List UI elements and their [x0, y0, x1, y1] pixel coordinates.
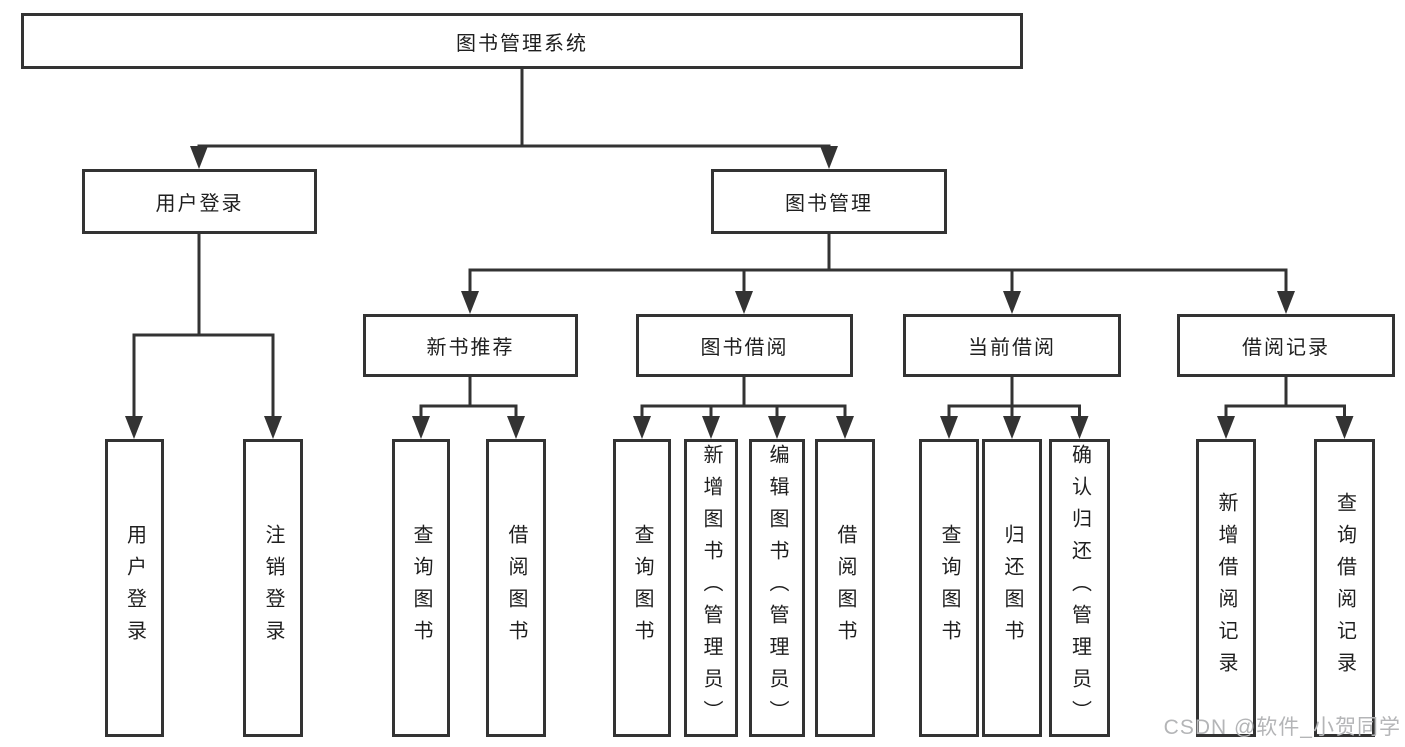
- leaf-borrow-books: 借阅图书: [815, 439, 875, 737]
- leaf-confirm-return-admin: 确认归还（管理员）: [1049, 439, 1110, 737]
- node-new-book-recommend: 新书推荐: [363, 314, 578, 377]
- leaf-add-book-admin: 新增图书（管理员）: [684, 439, 738, 737]
- node-root: 图书管理系统: [21, 13, 1023, 69]
- leaf-user-login: 用户登录: [105, 439, 164, 737]
- leaf-query-books-current: 查询图书: [919, 439, 979, 737]
- leaf-query-books-borrow: 查询图书: [613, 439, 671, 737]
- node-current-borrow: 当前借阅: [903, 314, 1121, 377]
- leaf-borrow-books-recommend: 借阅图书: [486, 439, 546, 737]
- node-book-borrow: 图书借阅: [636, 314, 853, 377]
- leaf-query-books-recommend: 查询图书: [392, 439, 450, 737]
- node-borrow-record: 借阅记录: [1177, 314, 1395, 377]
- leaf-query-borrow-record: 查询借阅记录: [1314, 439, 1375, 737]
- watermark-text: CSDN @软件_小贺同学: [1163, 716, 1401, 739]
- leaf-return-books: 归还图书: [982, 439, 1042, 737]
- node-book-management: 图书管理: [711, 169, 947, 234]
- leaf-add-borrow-record: 新增借阅记录: [1196, 439, 1256, 737]
- node-user-login: 用户登录: [82, 169, 317, 234]
- leaf-logout: 注销登录: [243, 439, 303, 737]
- leaf-edit-book-admin: 编辑图书（管理员）: [749, 439, 805, 737]
